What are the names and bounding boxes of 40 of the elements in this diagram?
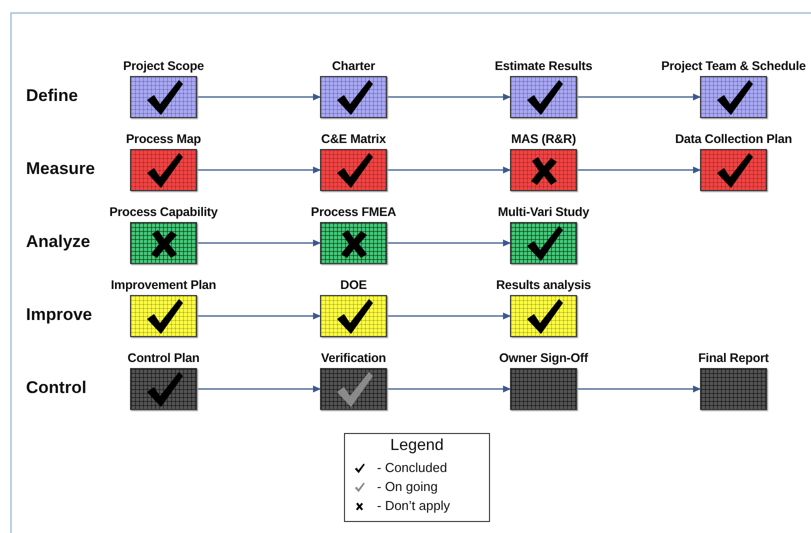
step-title: Improvement Plan: [110, 278, 216, 292]
step-title: Charter: [332, 59, 376, 73]
step-title: C&E Matrix: [321, 132, 386, 146]
arrow: [577, 166, 701, 174]
legend-text: - Concluded: [377, 460, 448, 475]
step-title: Final Report: [698, 351, 769, 365]
arrow: [197, 386, 321, 392]
arrow: [577, 386, 701, 392]
legend-text: - Don’t apply: [377, 498, 450, 513]
arrow: [387, 312, 511, 320]
step-title: Owner Sign-Off: [499, 351, 588, 365]
step-title: MAS (R&R): [511, 132, 576, 146]
step-title: Process Map: [126, 132, 201, 146]
step-title: Results analysis: [496, 278, 591, 292]
legend-text: - On going: [377, 479, 438, 494]
legend-title: Legend: [389, 437, 445, 455]
arrow: [197, 166, 321, 174]
arrow: [197, 240, 321, 246]
phase-label: Improve: [26, 305, 92, 325]
step-title: Project Scope: [123, 59, 204, 73]
arrow: [387, 166, 511, 174]
step-title: DOE: [340, 278, 367, 292]
phase-label: Analyze: [26, 232, 90, 252]
step-title: Multi-Vari Study: [498, 205, 590, 219]
arrow: [197, 312, 321, 320]
phase-label: Control: [26, 378, 86, 398]
step-title: Estimate Results: [494, 59, 592, 73]
arrow: [577, 94, 701, 100]
phase-label: Measure: [26, 159, 95, 179]
step-title: Process FMEA: [310, 205, 396, 219]
step-title: Process Capability: [109, 205, 218, 219]
arrow: [387, 240, 511, 246]
arrow: [387, 386, 511, 392]
arrow: [387, 94, 511, 100]
step-title: Control Plan: [128, 351, 200, 365]
phase-label: Define: [26, 86, 78, 106]
step-title: Verification: [321, 351, 386, 365]
arrow: [197, 94, 321, 100]
step-title: Data Collection Plan: [675, 132, 792, 146]
step-title: Project Team & Schedule: [661, 59, 806, 73]
